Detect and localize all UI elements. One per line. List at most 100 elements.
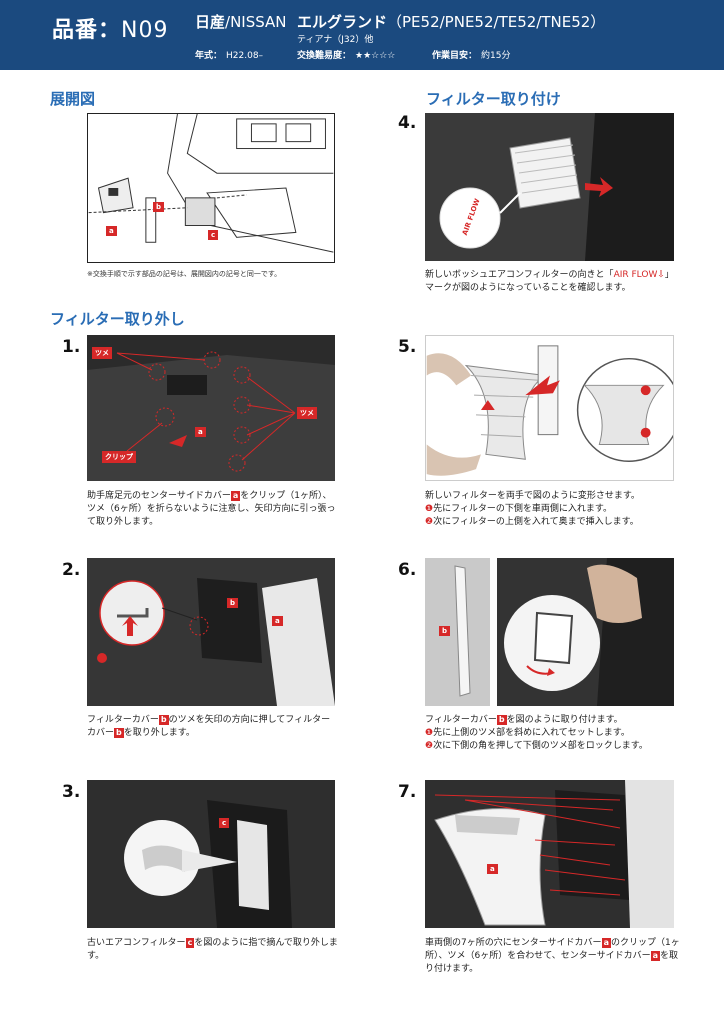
step-6-label-b: b [439, 626, 451, 636]
step-4-drawing [425, 113, 674, 261]
step-5-photo [425, 335, 674, 481]
part-number: 品番：N09 [52, 12, 168, 44]
step-2-text-1: フィルターカバー [87, 715, 159, 725]
maker-en: /NISSAN [225, 13, 287, 31]
maker: 日産/NISSAN [195, 11, 287, 32]
step-4-caption: 新しいボッシュエアコンフィルターの向きと「AIR FLOW⇩」マークが図のように… [425, 269, 680, 295]
step-7-drawing [425, 780, 674, 928]
year-label: 年式： [195, 51, 223, 61]
step-5-line-1: ❶先にフィルターの下側を車両側に入れます。 [425, 503, 680, 516]
step-4-photo: AIR FLOW [425, 113, 674, 261]
step-3-number: 3. [62, 782, 81, 802]
step-5-caption: 新しいフィルターを両手で図のように変形させます。 ❶先にフィルターの下側を車両側… [425, 490, 680, 529]
step-6-marker-1: ❶ [425, 728, 434, 738]
model-codes: （PE52/PNE52/TE52/TNE52） [387, 13, 606, 31]
section-exploded-title: 展開図 [50, 90, 96, 108]
step-2-text-2: のツメを矢印の方向に押してフィルターカバー [87, 715, 331, 738]
step-1-number: 1. [62, 337, 81, 357]
diagram-label-c: c [208, 230, 219, 240]
exploded-diagram: a b c [87, 113, 335, 263]
sub-model-code: （J32）他 [332, 35, 374, 45]
step-5-line-1-text: 先にフィルターの下側を車両側に入れます。 [433, 504, 612, 514]
step-4-text-2: 」マークが図のようになっていることを確認します。 [425, 270, 674, 293]
step-2-label-b: b [227, 598, 239, 608]
step-6-line-1: ❶先に上側のツメ部を斜めに入れてセットします。 [425, 727, 680, 740]
step-7-tag-a-2: a [650, 951, 661, 961]
time-info: 作業目安：約15分 [432, 48, 510, 61]
step-5-drawing [426, 336, 673, 480]
step-3-text-2: を図のように指で摘んで取り外します。 [87, 938, 338, 961]
section-removal-title: フィルター取り外し [50, 310, 185, 328]
diagram-label-b: b [153, 202, 165, 212]
exploded-note: ※交換手順で示す部品の記号は、展開図内の記号と同一です。 [87, 270, 282, 278]
step-6-line-2: ❷次に下側の角を押して下側のツメ部をロックします。 [425, 740, 680, 753]
step-6-tag-b: b [496, 715, 507, 725]
step-6-marker-2: ❷ [425, 741, 434, 751]
difficulty-info: 交換難易度：★★☆☆☆ [297, 48, 395, 61]
step-6-number: 6. [398, 560, 417, 580]
step-1-drawing [87, 335, 335, 481]
step-1-label-a: a [195, 427, 206, 437]
diagram-label-a: a [106, 226, 117, 236]
step-6-line-2-text: 次に下側の角を押して下側のツメ部をロックします。 [433, 741, 648, 751]
step-7-text-3: を取り付けます。 [425, 951, 679, 974]
step-5-marker-2: ❷ [425, 517, 434, 527]
step-5-marker-1: ❶ [425, 504, 434, 514]
step-4-number: 4. [398, 113, 417, 133]
step-3-text-1: 古いエアコンフィルター [87, 938, 186, 948]
step-7-text-1: 車両側の7ヶ所の穴にセンターサイドカバー [425, 938, 602, 948]
step-2-drawing [87, 558, 335, 706]
step-7-photo: a [425, 780, 674, 928]
step-7-label-a: a [487, 864, 498, 874]
step-6-drawing [497, 558, 674, 706]
step-3-tag-c: c [185, 938, 195, 948]
step-2-tag-b-2: b [114, 728, 124, 738]
step-1-tag-a: a [230, 491, 241, 501]
step-1-photo: ツメ ツメ クリップ a [87, 335, 335, 481]
difficulty-value: ★★☆☆☆ [355, 51, 396, 61]
step-1-label-clip: クリップ [102, 451, 136, 463]
step-6-line-1-text: 先に上側のツメ部を斜めに入れてセットします。 [433, 728, 630, 738]
step-7-number: 7. [398, 782, 417, 802]
exploded-diagram-drawing [88, 114, 334, 253]
step-5-line-2-text: 次にフィルターの上側を入れて奥まで挿入します。 [433, 517, 639, 527]
year-value: H22.08– [226, 51, 264, 61]
sub-model-name: ティアナ [297, 35, 333, 45]
step-2-label-a: a [272, 616, 283, 626]
time-label: 作業目安： [432, 51, 478, 61]
model-jp: エルグランド [297, 13, 388, 31]
step-2-text-3: を取り外します。 [123, 728, 195, 738]
step-4-text-1: 新しいボッシュエアコンフィルターの向きと「 [425, 270, 614, 280]
step-7-tag-a-1: a [601, 938, 611, 948]
section-install-title: フィルター取り付け [426, 90, 561, 108]
model: エルグランド（PE52/PNE52/TE52/TNE52） [297, 11, 605, 32]
step-1-label-tsume-right: ツメ [297, 407, 317, 419]
step-6-text-1: フィルターカバー [425, 715, 497, 725]
step-2-number: 2. [62, 560, 81, 580]
step-2-photo: b a [87, 558, 335, 706]
step-3-label-c: c [219, 818, 230, 828]
step-6-part-drawing [425, 558, 490, 706]
step-6-text-2: を図のように取り付けます。 [506, 715, 623, 725]
step-1-text-1: 助手席足元のセンターサイドカバー [87, 491, 231, 501]
step-2-tag-b-1: b [158, 715, 169, 725]
year-info: 年式：H22.08– [195, 48, 263, 61]
step-6-photo-part: b [425, 558, 490, 706]
part-code: N09 [121, 18, 169, 43]
step-1-text-2: をクリップ（1ヶ所）、ツメ（6ヶ所）を折らないように注意し、矢印方向に引っ張って… [87, 491, 336, 527]
step-3-drawing [87, 780, 335, 928]
maker-jp: 日産 [195, 13, 226, 31]
time-value: 約15分 [481, 51, 511, 61]
page-header: 品番：N09 日産/NISSAN エルグランド（PE52/PNE52/TE52/… [0, 0, 724, 70]
step-6-photo [497, 558, 674, 706]
step-1-label-tsume-left: ツメ [92, 347, 112, 359]
part-label: 品番： [52, 18, 122, 43]
step-5-number: 5. [398, 337, 417, 357]
step-5-text-1: 新しいフィルターを両手で図のように変形させます。 [425, 491, 640, 501]
